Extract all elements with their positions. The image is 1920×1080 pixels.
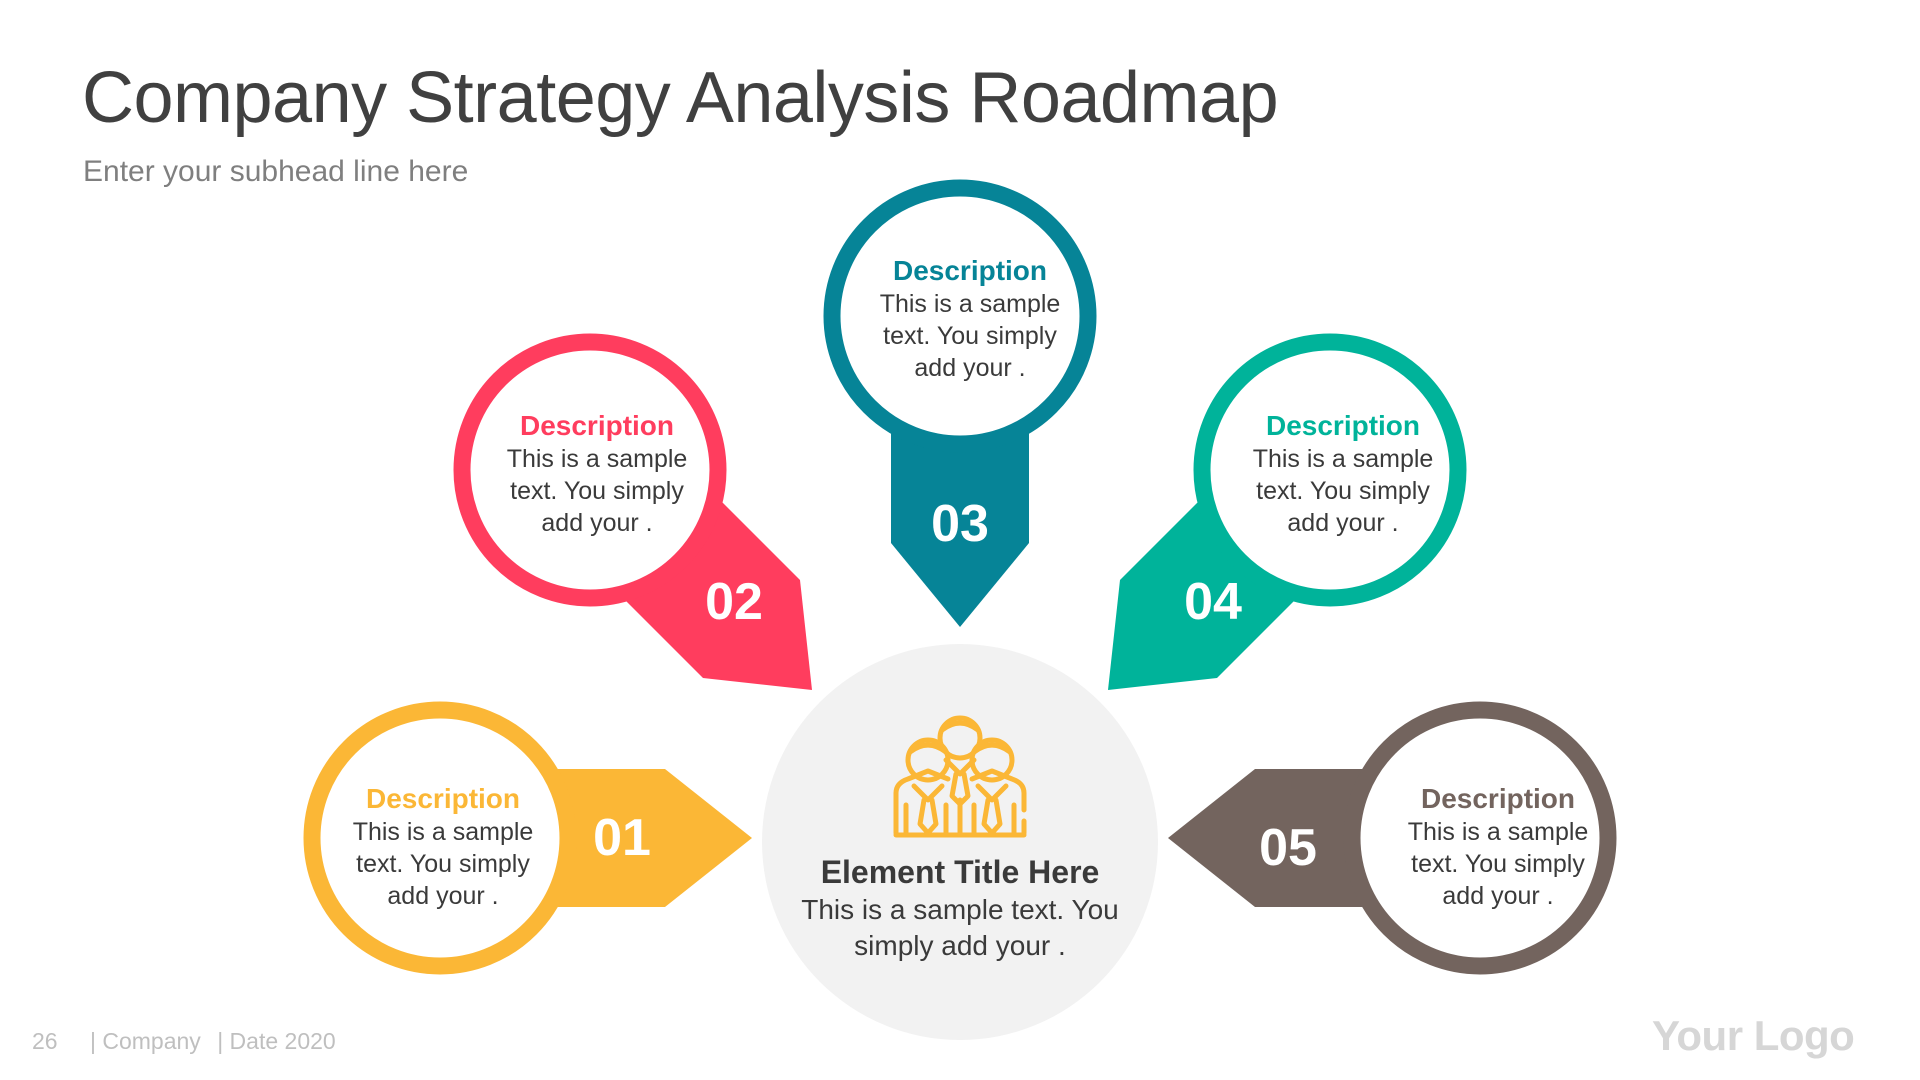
step-04-description: Description This is a sample text. You s… <box>1238 409 1448 539</box>
step-02-heading: Description <box>519 410 675 441</box>
step-05-ring <box>1343 701 1617 975</box>
step-01-heading: Description <box>365 783 521 814</box>
footer-company: | Company <box>89 1028 201 1054</box>
step-04-body: This is a sample text. You simply add yo… <box>1252 445 1434 537</box>
step-01-ring <box>303 701 577 975</box>
step-05-number: 05 <box>1259 819 1317 877</box>
step-04-heading: Description <box>1265 410 1421 441</box>
center-circle <box>762 644 1158 1040</box>
step-03-heading: Description <box>892 255 1048 286</box>
team-people-icon <box>893 715 1027 838</box>
step-01-description: Description This is a sample text. You s… <box>338 782 548 912</box>
footer-date: | Date 2020 <box>217 1028 336 1054</box>
slide-subhead: Enter your subhead line here <box>83 155 469 188</box>
center-element: Element Title Here This is a sample text… <box>790 852 1130 964</box>
step-02-description: Description This is a sample text. You s… <box>492 409 702 539</box>
step-04-ring <box>1193 333 1467 607</box>
step-03-body: This is a sample text. You simply add yo… <box>879 290 1061 382</box>
step-02-body: This is a sample text. You simply add yo… <box>506 445 688 537</box>
step-01-number: 01 <box>593 809 651 867</box>
step-05-body: This is a sample text. You simply add yo… <box>1407 818 1589 910</box>
slide-title: Company Strategy Analysis Roadmap <box>82 58 1279 138</box>
step-02-number: 02 <box>705 573 763 631</box>
slide-footer: 26 | Company | Date 2020 <box>32 1028 362 1055</box>
step-05-description: Description This is a sample text. You s… <box>1393 782 1603 912</box>
logo: Your Logo <box>1652 1012 1855 1059</box>
step-05-heading: Description <box>1420 783 1576 814</box>
step-02-ring <box>453 333 727 607</box>
step-03-ring <box>823 179 1097 453</box>
step-04-number: 04 <box>1184 573 1242 631</box>
step-03-number: 03 <box>931 495 989 553</box>
center-title: Element Title Here <box>820 854 1100 890</box>
page-number: 26 <box>32 1028 58 1054</box>
center-body: This is a sample text. You simply add yo… <box>801 894 1119 961</box>
step-01-body: This is a sample text. You simply add yo… <box>352 818 534 910</box>
step-03-description: Description This is a sample text. You s… <box>865 254 1075 384</box>
